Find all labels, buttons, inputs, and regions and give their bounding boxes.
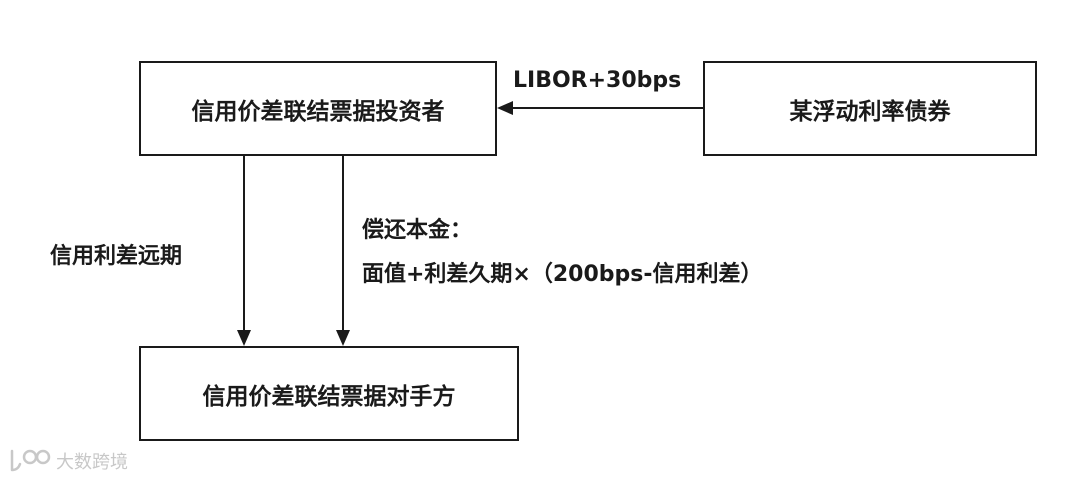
floating-rate-bond-box: 某浮动利率债券 — [703, 61, 1037, 156]
bond-label: 某浮动利率债券 — [789, 98, 951, 125]
arrowhead-spread-forward — [237, 330, 251, 346]
principal-label-line1: 偿还本金： — [362, 218, 473, 243]
watermark: 大数跨境 — [8, 448, 128, 474]
counterparty-box: 信用价差联结票据对手方 — [139, 346, 519, 441]
libor-label: LIBOR+30bps — [513, 68, 682, 93]
principal-label-line2: 面值+利差久期×（200bps-信用利差） — [362, 262, 763, 287]
counterparty-label: 信用价差联结票据对手方 — [202, 383, 456, 410]
arrowhead-principal — [336, 330, 350, 346]
arrowhead-bond-to-investor — [497, 101, 513, 115]
watermark-logo-icon — [10, 449, 51, 472]
spread-forward-label: 信用利差远期 — [50, 244, 183, 269]
investor-label: 信用价差联结票据投资者 — [191, 98, 445, 125]
investor-box: 信用价差联结票据投资者 — [139, 61, 497, 156]
watermark-text: 大数跨境 — [56, 452, 128, 473]
